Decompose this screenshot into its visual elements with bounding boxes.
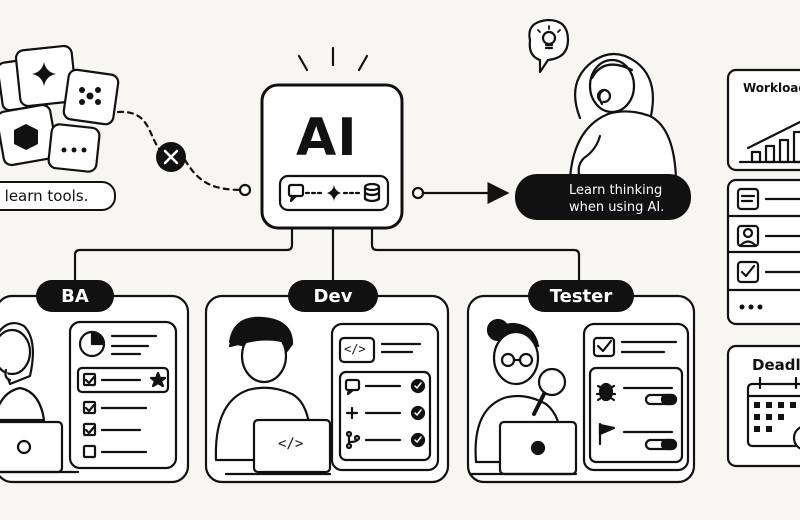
branch-icon: [345, 430, 361, 450]
laptop-code-icon: </>: [278, 436, 304, 452]
ai-title: AI: [296, 108, 358, 168]
lightbulb-icon: [537, 25, 561, 50]
learn-thinking-pill: Learn thinking when using AI.: [515, 174, 691, 220]
pie-chart-icon: [78, 330, 106, 358]
dev-task-list: [338, 370, 432, 462]
magnifier-icon: [532, 367, 567, 416]
check-box-icon: [592, 336, 616, 358]
code-icon-box: [338, 336, 376, 364]
tree-lines: [73, 226, 581, 284]
plus-icon: [345, 406, 402, 420]
ba-person-illustration: [0, 322, 46, 422]
role-pill-ba: BA: [36, 280, 114, 312]
flag-icon: [598, 422, 616, 446]
dashed-connector-2: [183, 158, 247, 192]
role-pill-tester: Tester: [528, 280, 634, 312]
learn-line-1: Learn thinking: [569, 183, 663, 198]
calendar-icon: [746, 382, 800, 448]
role-pill-dev: Dev: [288, 280, 378, 312]
clock-icon: [792, 426, 800, 450]
left-note-pill: t learn tools.: [0, 181, 116, 211]
right-node-dot: [411, 186, 425, 200]
deadline-label: Deadlin: [752, 356, 800, 374]
workload-label: Workload: [743, 81, 800, 95]
sparkle-icon: [32, 62, 56, 86]
left-note-text: t learn tools.: [0, 187, 89, 205]
left-node-dot: [238, 183, 252, 197]
dashed-connector: [116, 110, 162, 152]
dots-icon: [61, 147, 87, 153]
ba-panel: [68, 320, 178, 470]
workload-chart: [746, 120, 800, 150]
cube-icon: [14, 124, 38, 150]
bug-icon: [595, 382, 617, 402]
ai-rays: [297, 46, 369, 72]
star-icon: [149, 371, 167, 388]
tool-cards: [0, 44, 120, 173]
thinking-woman-illustration: [568, 52, 678, 180]
network-icon: [79, 87, 101, 105]
dev-laptop: [252, 418, 332, 474]
learn-line-2: when using AI.: [569, 200, 665, 215]
center-sparkle-icon: [327, 185, 341, 201]
code-icon: </>: [344, 342, 366, 356]
